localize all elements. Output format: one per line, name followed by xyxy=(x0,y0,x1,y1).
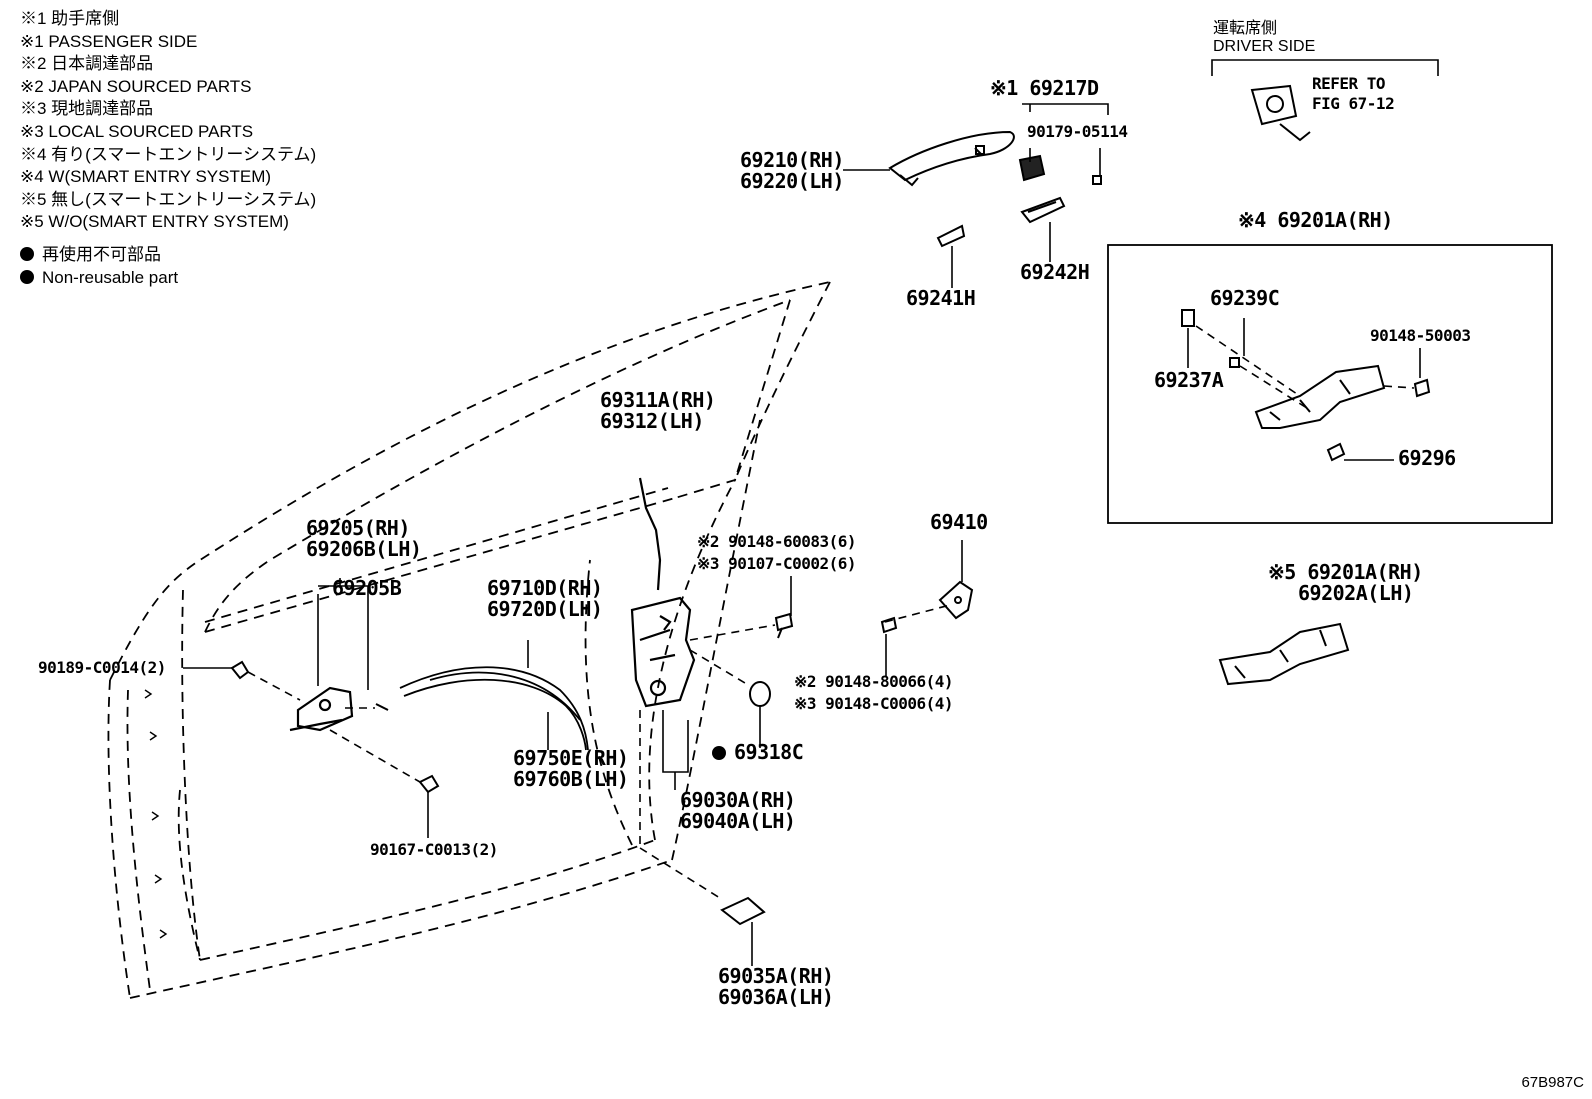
label-69750e: 69750E(RH) xyxy=(513,746,629,770)
label-69311a: 69311A(RH) xyxy=(600,388,716,412)
handle-cap xyxy=(1018,154,1102,185)
refer-line2: FIG 67-12 xyxy=(1312,94,1395,113)
legend-line: ※4 W(SMART ENTRY SYSTEM) xyxy=(20,167,272,187)
label-69205b: 69205B xyxy=(332,576,402,600)
legend-nonreusable-jp-text: 再使用不可部品 xyxy=(42,244,161,264)
label-69241h: 69241H xyxy=(906,286,976,310)
label-69202a: 69202A(LH) xyxy=(1298,581,1414,605)
striker-screw xyxy=(880,616,898,634)
label-69237a: 69237A xyxy=(1154,368,1224,392)
nonreusable-dot-icon xyxy=(20,269,34,284)
legend-line: ※5 W/O(SMART ENTRY SYSTEM) xyxy=(20,212,289,232)
legend-line: ※4 有り(スマートエントリーシステム) xyxy=(20,144,317,164)
nonreusable-dot-icon xyxy=(20,246,34,261)
label-69720d: 69720D(LH) xyxy=(487,597,603,621)
label-69210: 69210(RH) xyxy=(740,148,844,172)
label-69239c: 69239C xyxy=(1210,286,1280,310)
nonreusable-dot-icon xyxy=(712,746,726,760)
inside-cable xyxy=(638,477,662,591)
legend-line: ※3 LOCAL SOURCED PARTS xyxy=(20,121,254,141)
label-69710d: 69710D(RH) xyxy=(487,576,603,600)
hinge-bolt xyxy=(230,660,250,680)
frame-69201a-top xyxy=(1181,309,1431,462)
label-90148-60083: ※2 90148-60083(6) xyxy=(697,532,857,551)
label-69201a-wo: ※5 69201A(RH) xyxy=(1268,560,1423,584)
label-69035a: 69035A(RH) xyxy=(718,964,834,988)
label-90167-c0013: 90167-C0013(2) xyxy=(370,840,498,859)
label-69318c: 69318C xyxy=(712,740,804,764)
gasket-69241h xyxy=(936,224,966,248)
lock-cable xyxy=(399,666,589,751)
door-lock-assembly xyxy=(630,596,696,708)
label-69318c-text: 69318C xyxy=(734,740,804,764)
label-90148-c0006: ※3 90148-C0006(4) xyxy=(794,694,954,713)
label-69040a: 69040A(LH) xyxy=(680,809,796,833)
driver-side-en: DRIVER SIDE xyxy=(1213,38,1316,55)
legend-line: ※2 JAPAN SOURCED PARTS xyxy=(20,76,252,96)
label-69296: 69296 xyxy=(1398,446,1456,470)
door-hinge xyxy=(289,686,354,732)
label-69410: 69410 xyxy=(930,510,988,534)
label-90179-05114: 90179-05114 xyxy=(1027,122,1128,141)
label-90148-80066: ※2 90148-80066(4) xyxy=(794,672,954,691)
gasket-69242h xyxy=(1020,196,1066,224)
label-69217d: ※1 69217D xyxy=(990,76,1099,100)
label-90189-c0014: 90189-C0014(2) xyxy=(38,658,166,677)
door-outline xyxy=(107,281,831,999)
legend-nonreusable-jp: 再使用不可部品 xyxy=(20,244,316,267)
label-69312: 69312(LH) xyxy=(600,409,704,433)
label-69205: 69205(RH) xyxy=(306,516,410,540)
legend-line: ※5 無し(スマートエントリーシステム) xyxy=(20,189,317,209)
label-69220: 69220(LH) xyxy=(740,169,844,193)
figure-code: 67B987C xyxy=(1521,1074,1584,1091)
label-69036a: 69036A(LH) xyxy=(718,985,834,1009)
label-69030a: 69030A(RH) xyxy=(680,788,796,812)
outside-handle xyxy=(888,130,1015,187)
label-69201a-w: ※4 69201A(RH) xyxy=(1238,208,1393,232)
refer-line1: REFER TO xyxy=(1312,74,1386,93)
legend-line: ※1 PASSENGER SIDE xyxy=(20,31,198,51)
key-cylinder xyxy=(1250,84,1311,142)
door-holes xyxy=(144,689,168,939)
label-90148-50003: 90148-50003 xyxy=(1370,326,1471,345)
door-striker xyxy=(938,580,974,620)
legend-nonreusable-en-text: Non-reusable part xyxy=(42,267,179,287)
label-69206b: 69206B(LH) xyxy=(306,537,422,561)
legend-line: ※1 助手席側 xyxy=(20,9,120,28)
legend-nonreusable-en: Non-reusable part xyxy=(20,267,316,290)
legend-line: ※3 現地調達部品 xyxy=(20,99,154,119)
label-69760b: 69760B(LH) xyxy=(513,767,629,791)
lower-bracket xyxy=(720,896,766,926)
lock-screw xyxy=(774,612,794,639)
label-90107-c0002: ※3 90107-C0002(6) xyxy=(697,554,857,573)
label-69242h: 69242H xyxy=(1020,260,1090,284)
driver-side-jp: 運転席側 xyxy=(1213,20,1278,37)
lower-bolt xyxy=(418,774,440,794)
legend-line: ※2 日本調達部品 xyxy=(20,54,154,74)
frame-69201a-bottom xyxy=(1218,622,1350,686)
legend: ※1 助手席側 ※1 PASSENGER SIDE ※2 日本調達部品 ※2 J… xyxy=(20,8,316,289)
